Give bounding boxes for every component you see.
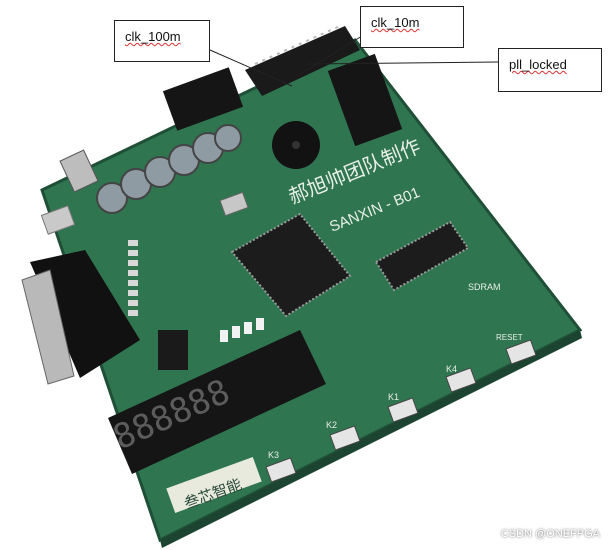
- watermark: CSDN @ONEFPGA: [500, 528, 600, 540]
- driver-ic: [158, 330, 188, 370]
- button-label-k2: K2: [326, 420, 337, 430]
- sdram-chip: [374, 220, 470, 292]
- callout-clk-100m-text: clk_100m: [125, 29, 181, 44]
- button-label-k4: K4: [446, 364, 457, 374]
- push-buttons: [265, 339, 537, 483]
- power-switch: [59, 149, 99, 193]
- button-label-k1: K1: [388, 392, 399, 402]
- button-label-k3: K3: [268, 450, 279, 460]
- fpga-chip: [230, 212, 352, 318]
- led-row: [220, 318, 264, 342]
- logo-plate: [166, 457, 262, 513]
- callout-leaders: [209, 35, 499, 87]
- usb-connector: [40, 205, 76, 235]
- pcb-edge: [160, 330, 582, 548]
- sdram-silkscreen: SDRAM: [468, 282, 501, 292]
- reset-silkscreen: RESET: [496, 333, 523, 342]
- box-header-right: [327, 53, 403, 147]
- callout-clk-10m-text: clk_10m: [371, 15, 420, 30]
- resistor-column: [128, 240, 138, 316]
- vga-connector: [21, 250, 140, 385]
- callout-clk-10m: clk_10m: [360, 6, 464, 48]
- callout-pll-locked-text: pll_locked: [509, 57, 567, 72]
- callout-clk-100m: clk_100m: [114, 20, 210, 62]
- jtag-header: [162, 67, 244, 131]
- capacitors: [96, 124, 242, 214]
- callout-pll-locked: pll_locked: [498, 48, 602, 92]
- oscillator: [219, 191, 249, 217]
